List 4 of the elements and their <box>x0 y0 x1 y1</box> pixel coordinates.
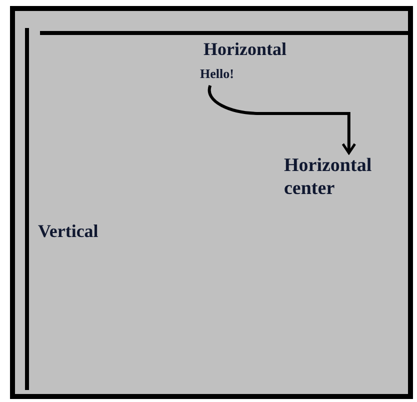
text-label: Horizontal <box>202 38 288 61</box>
text-label: Vertical <box>38 220 98 243</box>
text-label: Hello! <box>200 64 234 84</box>
text-label: Horizontal center <box>284 154 402 200</box>
